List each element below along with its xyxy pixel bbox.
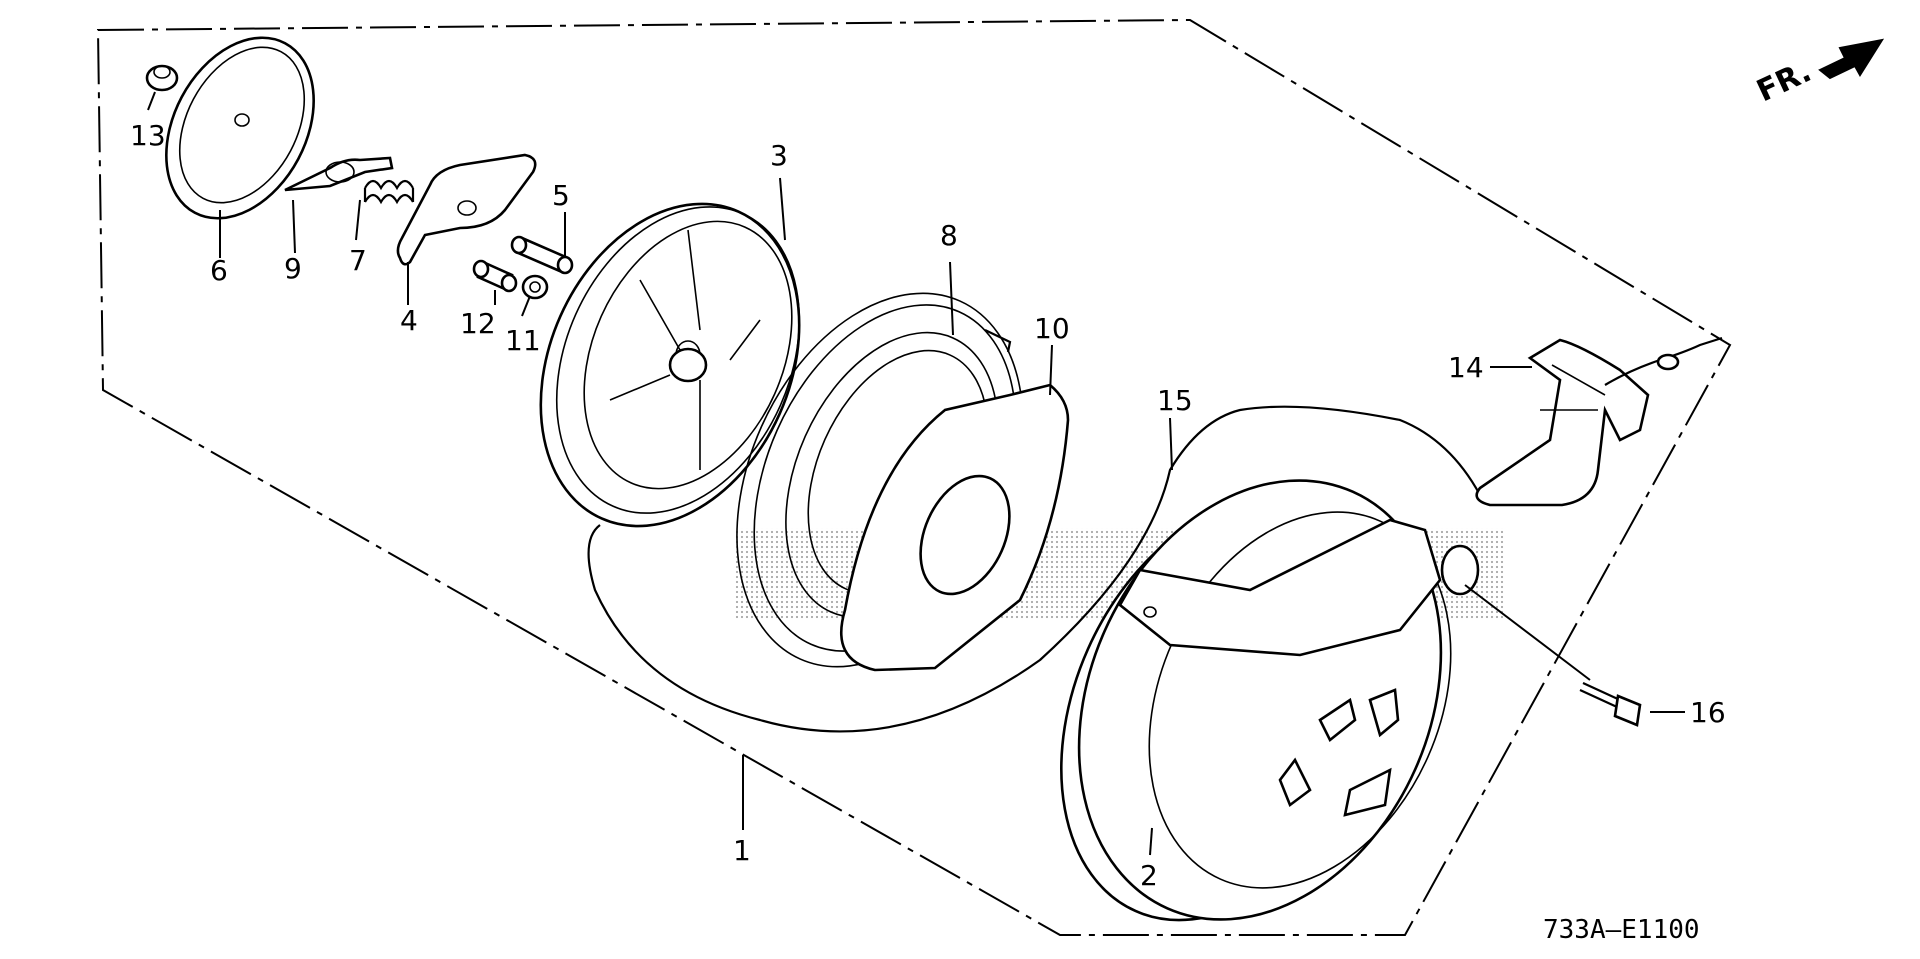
- callout-1: 1: [733, 834, 751, 867]
- callout-12: 12: [460, 307, 496, 340]
- callout-15: 15: [1157, 384, 1193, 417]
- part-5-pin: [510, 235, 574, 275]
- callout-16: 16: [1690, 696, 1726, 729]
- part-4-ratchet: [396, 153, 537, 266]
- part-6-plate: [165, 36, 315, 220]
- callout-10: 10: [1034, 312, 1070, 345]
- part-7-coil-spring: [363, 179, 415, 205]
- part-11-washer: [521, 274, 549, 300]
- drawing-code: 733A—E1100: [1543, 915, 1700, 945]
- callout-14: 14: [1448, 351, 1484, 384]
- callout-2: 2: [1140, 859, 1158, 892]
- part-3-reel: [539, 202, 801, 528]
- callout-5: 5: [552, 179, 570, 212]
- callout-11: 11: [505, 324, 541, 357]
- callout-4: 4: [400, 304, 418, 337]
- callout-7: 7: [349, 244, 367, 277]
- part-9-spring-clip: [284, 156, 394, 192]
- part-2-starter-case: [1060, 479, 1480, 922]
- callout-9: 9: [284, 252, 302, 285]
- part-16-bolt: [1579, 682, 1642, 727]
- callout-3: 3: [770, 139, 788, 172]
- part-15-rope: [587, 405, 1541, 733]
- front-direction-label: FR.: [1752, 54, 1817, 109]
- callout-8: 8: [940, 219, 958, 252]
- callout-6: 6: [210, 254, 228, 287]
- part-13-nut: [145, 64, 179, 92]
- front-direction-arrow: FR.: [1752, 38, 1885, 109]
- callout-13: 13: [130, 119, 166, 152]
- part-14-grip: [1475, 336, 1723, 507]
- part-12-collar: [472, 259, 518, 293]
- assembly-boundary: [96, 18, 1732, 936]
- leader-lines: [147, 91, 1685, 856]
- part-10-spring-cover: [840, 383, 1070, 672]
